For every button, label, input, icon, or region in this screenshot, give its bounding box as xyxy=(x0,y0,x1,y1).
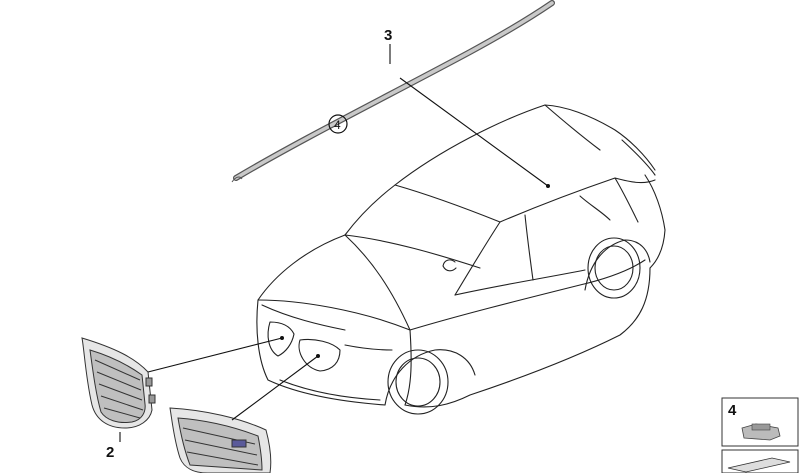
callout-3: 3 xyxy=(384,27,392,44)
legend-box-part-4[interactable]: 4 xyxy=(721,397,799,473)
kidney-grille-left[interactable] xyxy=(81,337,156,429)
car-outline xyxy=(256,104,666,415)
clip-icon xyxy=(741,423,781,441)
strip-icon xyxy=(727,457,791,473)
svg-text:4: 4 xyxy=(334,118,341,132)
roof-trim-strip[interactable] xyxy=(231,0,555,183)
leader-lines xyxy=(119,44,550,442)
callout-4-circled: 4 xyxy=(328,114,348,134)
legend-4-label: 4 xyxy=(728,402,737,419)
callout-2: 2 xyxy=(106,444,114,461)
kidney-grille-right[interactable] xyxy=(169,407,272,473)
